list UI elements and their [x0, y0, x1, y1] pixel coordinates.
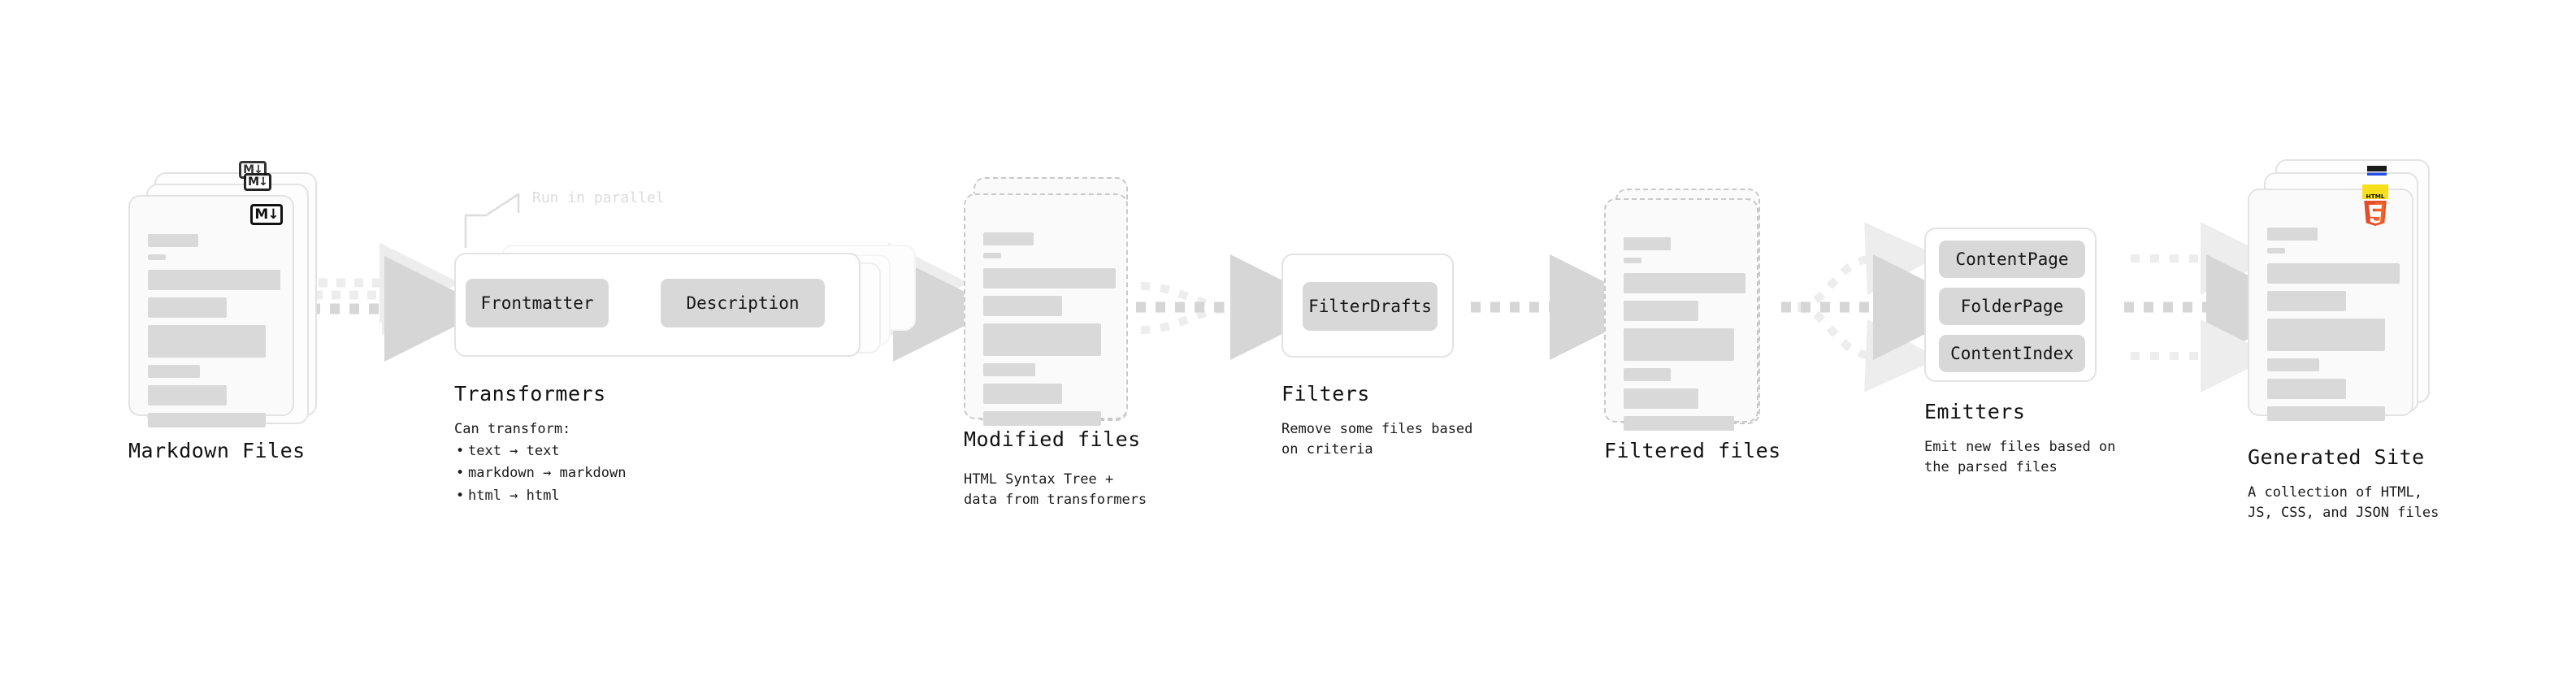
- content-bar: [983, 411, 1101, 426]
- content-bar: [1624, 328, 1734, 361]
- content-bar: [148, 270, 280, 290]
- modified-card-front: [964, 193, 1128, 426]
- css-icon: [2367, 166, 2387, 176]
- content-bar: [2267, 358, 2319, 371]
- content-bar: [2267, 406, 2385, 421]
- list-item: html → html: [456, 485, 626, 507]
- stage-title-markdown-files: Markdown Files: [128, 439, 306, 462]
- stage-title-modified-files: Modified files: [964, 427, 1141, 451]
- stage-subtitle-modified-files: HTML Syntax Tree + data from transformer…: [964, 471, 1147, 508]
- content-bar: [983, 384, 1062, 404]
- content-bar: [2267, 319, 2385, 351]
- content-bar: [983, 232, 1034, 245]
- transformers-capabilities: Can transform: text → text markdown → ma…: [454, 419, 626, 507]
- arrow-modified-to-filters: [1136, 254, 1336, 360]
- transformer-chip-description[interactable]: Description: [661, 279, 825, 327]
- stage-title-transformers: Transformers: [454, 382, 606, 406]
- html5-icon: HTML: [2364, 193, 2387, 226]
- content-bar: [1624, 258, 1641, 263]
- emitter-chip-contentindex[interactable]: ContentIndex: [1939, 335, 2085, 372]
- transformer-chip-frontmatter[interactable]: Frontmatter: [466, 279, 609, 327]
- content-bar: [148, 297, 227, 318]
- run-in-parallel-bracket: [464, 193, 520, 248]
- content-bar: [148, 413, 266, 427]
- content-bar: [1624, 237, 1671, 250]
- run-in-parallel-label: Run in parallel: [532, 189, 665, 206]
- content-bar: [983, 253, 1001, 258]
- site-card-bars: [2267, 228, 2400, 428]
- list-item: markdown → markdown: [456, 462, 627, 484]
- content-bar: [148, 365, 200, 378]
- emitter-chip-folderpage[interactable]: FolderPage: [1939, 288, 2085, 325]
- markdown-card-bars: [148, 234, 280, 435]
- stage-title-generated-site: Generated Site: [2248, 445, 2425, 469]
- content-bar: [1624, 301, 1698, 321]
- content-bar: [983, 323, 1101, 356]
- markdown-icon: M↓: [250, 204, 283, 225]
- stage-title-filtered-files: Filtered files: [1604, 439, 1781, 462]
- content-bar: [2267, 379, 2346, 399]
- arrow-filtered-to-emitters: [1781, 222, 1979, 393]
- content-bar: [2267, 228, 2318, 241]
- content-bar: [1624, 416, 1734, 431]
- stage-title-filters: Filters: [1281, 382, 1370, 406]
- content-bar: [983, 268, 1116, 288]
- content-bar: [983, 363, 1035, 376]
- transformers-list: text → text markdown → markdown html → h…: [454, 440, 627, 507]
- content-bar: [1624, 273, 1746, 293]
- filtered-card-front: [1604, 198, 1759, 431]
- stage-title-emitters: Emitters: [1924, 400, 2026, 423]
- content-bar: [148, 254, 166, 260]
- modified-card-bars: [983, 232, 1116, 433]
- stage-subtitle-emitters: Emit new files based on the parsed files: [1924, 439, 2116, 475]
- content-bar: [2267, 248, 2285, 254]
- stage-subtitle-generated-site: A collection of HTML, JS, CSS, and JSON …: [2248, 484, 2439, 521]
- emitter-chip-contentpage[interactable]: ContentPage: [1939, 241, 2085, 278]
- stage-subtitle-filters: Remove some files based on criteria: [1281, 421, 1473, 458]
- arrow-emitters-to-site: [2124, 222, 2312, 393]
- filter-chip-filterdrafts[interactable]: FilterDrafts: [1303, 282, 1438, 331]
- svg-text:HTML: HTML: [2366, 193, 2385, 200]
- content-bar: [148, 325, 266, 358]
- transformers-list-lead: Can transform:: [454, 421, 571, 437]
- content-bar: [1624, 388, 1698, 409]
- content-bar: [1624, 368, 1671, 381]
- content-bar: [148, 385, 227, 406]
- list-item: text → text: [456, 440, 626, 462]
- emitters-box: ContentPage FolderPage ContentIndex: [1924, 228, 2097, 382]
- content-bar: [2267, 263, 2400, 284]
- arrow-markdown-to-transformers: [310, 242, 490, 362]
- content-bar: [2267, 291, 2346, 311]
- js-icon: [2362, 184, 2388, 199]
- filtered-card-bars: [1624, 237, 1746, 438]
- markdown-card-front: [128, 195, 294, 427]
- markdown-icon: M↓: [244, 173, 271, 191]
- content-bar: [983, 296, 1062, 316]
- filters-box: FilterDrafts: [1281, 254, 1454, 358]
- content-bar: [148, 234, 198, 247]
